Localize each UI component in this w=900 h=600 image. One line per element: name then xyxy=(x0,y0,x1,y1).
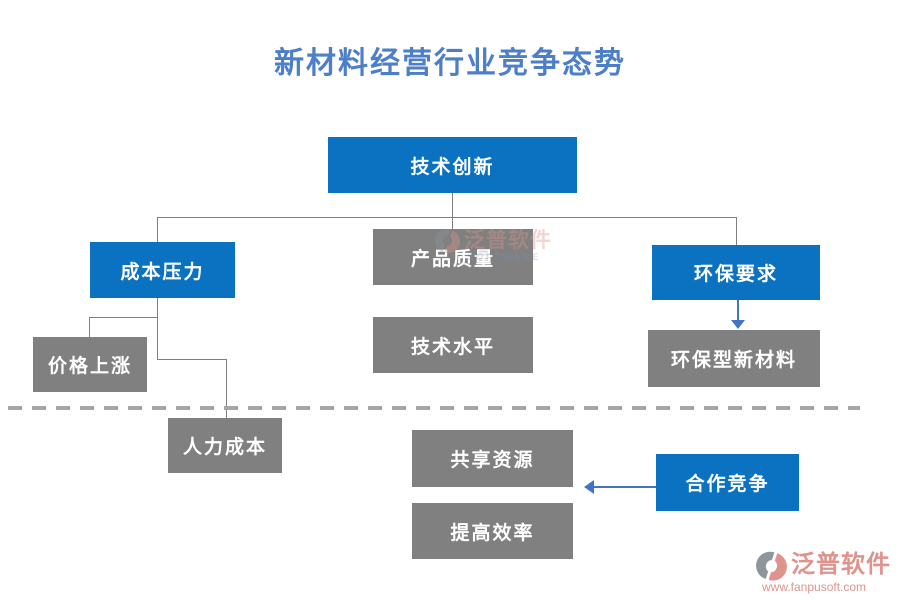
arrow-cooperation-line xyxy=(593,486,656,488)
node-tech-level: 技术水平 xyxy=(373,317,533,373)
footer-brand: 泛普软件 www.fanpusoft.com xyxy=(754,549,891,594)
connector-elbow-price-rise-h xyxy=(89,317,157,318)
arrow-env-line xyxy=(737,300,739,321)
connector-top-horizontal xyxy=(157,217,737,218)
watermark-subtext: SOFTWARE xyxy=(467,252,542,262)
fanpu-logo-icon xyxy=(434,229,461,254)
node-label: 价格上涨 xyxy=(47,356,132,377)
connector-cost-pressure-down xyxy=(157,298,158,360)
node-tech-innovation: 技术创新 xyxy=(328,137,577,193)
node-price-rise: 价格上涨 xyxy=(33,337,147,392)
node-cooperation: 合作竞争 xyxy=(656,454,799,511)
connector-elbow-labor-cost-h xyxy=(157,359,227,360)
node-label: 环保型新材料 xyxy=(670,350,797,371)
node-label: 技术创新 xyxy=(410,156,495,178)
connector-top-vertical xyxy=(452,193,453,218)
dashed-separator xyxy=(8,406,860,410)
node-label: 产品质量 xyxy=(410,248,495,270)
node-label: 人力成本 xyxy=(182,437,267,458)
fanpu-logo-icon xyxy=(756,551,787,581)
node-product-quality: 产品质量 xyxy=(373,229,533,285)
watermark-brand-text: 泛普软件 xyxy=(464,228,552,252)
node-labor-cost: 人力成本 xyxy=(168,418,282,473)
node-shared-resources: 共享资源 xyxy=(412,430,573,487)
footer-brand-url: www.fanpusoft.com xyxy=(762,580,867,594)
node-label: 技术水平 xyxy=(410,336,495,358)
arrow-down-icon xyxy=(731,320,745,329)
arrow-left-icon xyxy=(584,480,594,494)
connector-elbow-price-rise-v xyxy=(89,317,90,337)
node-label: 成本压力 xyxy=(120,261,205,283)
node-cost-pressure: 成本压力 xyxy=(90,242,235,298)
footer-brand-text: 泛普软件 xyxy=(791,552,891,578)
connector-drop-cost-pressure xyxy=(157,217,158,242)
node-label: 环保要求 xyxy=(693,264,778,285)
connector-drop-env-requirement xyxy=(736,217,737,245)
center-watermark: 泛普软件 SOFTWARE xyxy=(433,227,552,262)
node-improve-efficiency: 提高效率 xyxy=(412,503,573,559)
node-env-new-material: 环保型新材料 xyxy=(648,330,820,387)
node-env-requirement: 环保要求 xyxy=(652,245,820,300)
connector-drop-product-quality xyxy=(452,217,453,229)
node-label: 提高效率 xyxy=(450,522,535,544)
node-label: 共享资源 xyxy=(450,450,535,471)
node-label: 合作竞争 xyxy=(685,474,770,495)
connector-elbow-labor-cost-v xyxy=(226,359,227,418)
diagram-title: 新材料经营行业竞争态势 xyxy=(274,47,626,80)
